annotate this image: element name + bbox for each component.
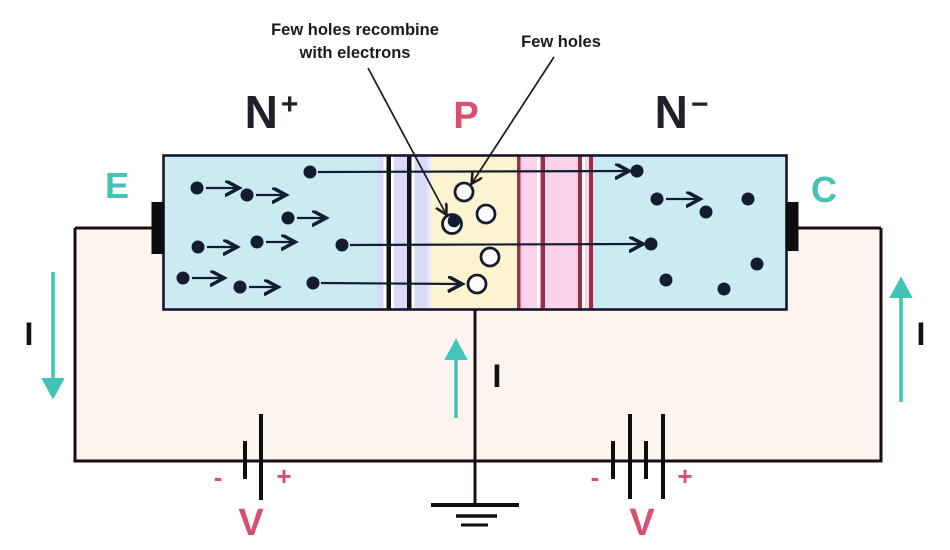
battery-left	[243, 414, 263, 500]
battery-right-plus: +	[677, 461, 693, 491]
electron-dot	[699, 205, 713, 219]
n-plus-base: N	[244, 86, 279, 138]
base-collector-depletion-region	[517, 155, 594, 310]
electron-dot	[630, 164, 644, 178]
n-minus-base: N	[654, 86, 689, 138]
n-minus-region-label: N−	[655, 85, 710, 139]
n-plus-sup: +	[280, 88, 300, 121]
electron-dot	[659, 273, 673, 287]
current-label-base: I	[492, 358, 502, 394]
annotation-arrows	[367, 56, 555, 214]
electron-dot	[741, 192, 755, 206]
electron-dot	[176, 271, 190, 285]
electron-dot	[191, 240, 205, 254]
emitter-base-depletion-region	[377, 155, 431, 310]
hole-circle	[479, 246, 501, 268]
electron-dot	[250, 235, 264, 249]
hole-circle	[466, 273, 488, 295]
emitter-terminal-label: E	[104, 165, 130, 206]
holes-group	[441, 181, 501, 295]
current-direction-arrows	[41, 272, 913, 418]
collector-terminal-label: C	[811, 169, 837, 210]
annotation-pointer-line	[472, 56, 555, 183]
battery-right-voltage-label: V	[629, 502, 655, 544]
electron-dot	[335, 238, 349, 252]
current-label-left: I	[24, 316, 34, 352]
recombine-annotation-line2: with electrons	[299, 44, 411, 62]
n-plus-region-label: N+	[245, 85, 300, 139]
annotation-pointer-line	[367, 67, 446, 214]
electrons-group	[176, 164, 764, 296]
electron-trajectory-line	[349, 244, 642, 245]
electron-dot	[303, 165, 317, 179]
electron-dot	[281, 211, 295, 225]
battery-right-minus: -	[590, 462, 600, 492]
recombine-annotation: Few holes recombine with electrons	[271, 19, 439, 65]
circuit-wire-outer	[73, 228, 883, 463]
recombined-electron-dot	[447, 214, 461, 228]
electron-dot	[650, 192, 664, 206]
ground-symbol	[431, 503, 519, 527]
n-minus-sup: −	[690, 88, 710, 121]
hole-circle	[453, 181, 475, 203]
battery-left-voltage-label: V	[238, 502, 264, 544]
electron-dot	[233, 280, 247, 294]
current-label-right: I	[916, 316, 926, 352]
battery-left-minus: -	[213, 462, 223, 492]
electron-dot	[240, 188, 254, 202]
emitter-electrode	[151, 202, 165, 254]
few-holes-annotation: Few holes	[521, 33, 601, 51]
battery-right	[611, 414, 665, 499]
electron-dot	[190, 181, 204, 195]
hole-circle	[475, 203, 497, 225]
electron-dot	[644, 237, 658, 251]
n-minus-collector-region	[594, 155, 786, 310]
electron-dot	[306, 276, 320, 290]
p-region-label: P	[453, 95, 479, 137]
battery-left-plus: +	[276, 461, 292, 491]
electron-trajectory-line	[320, 283, 461, 284]
electron-dot	[717, 282, 731, 296]
electron-trajectory-line	[317, 171, 628, 172]
electron-dot	[750, 257, 764, 271]
recombine-annotation-line1: Few holes recombine	[271, 21, 439, 39]
collector-electrode	[786, 202, 799, 251]
